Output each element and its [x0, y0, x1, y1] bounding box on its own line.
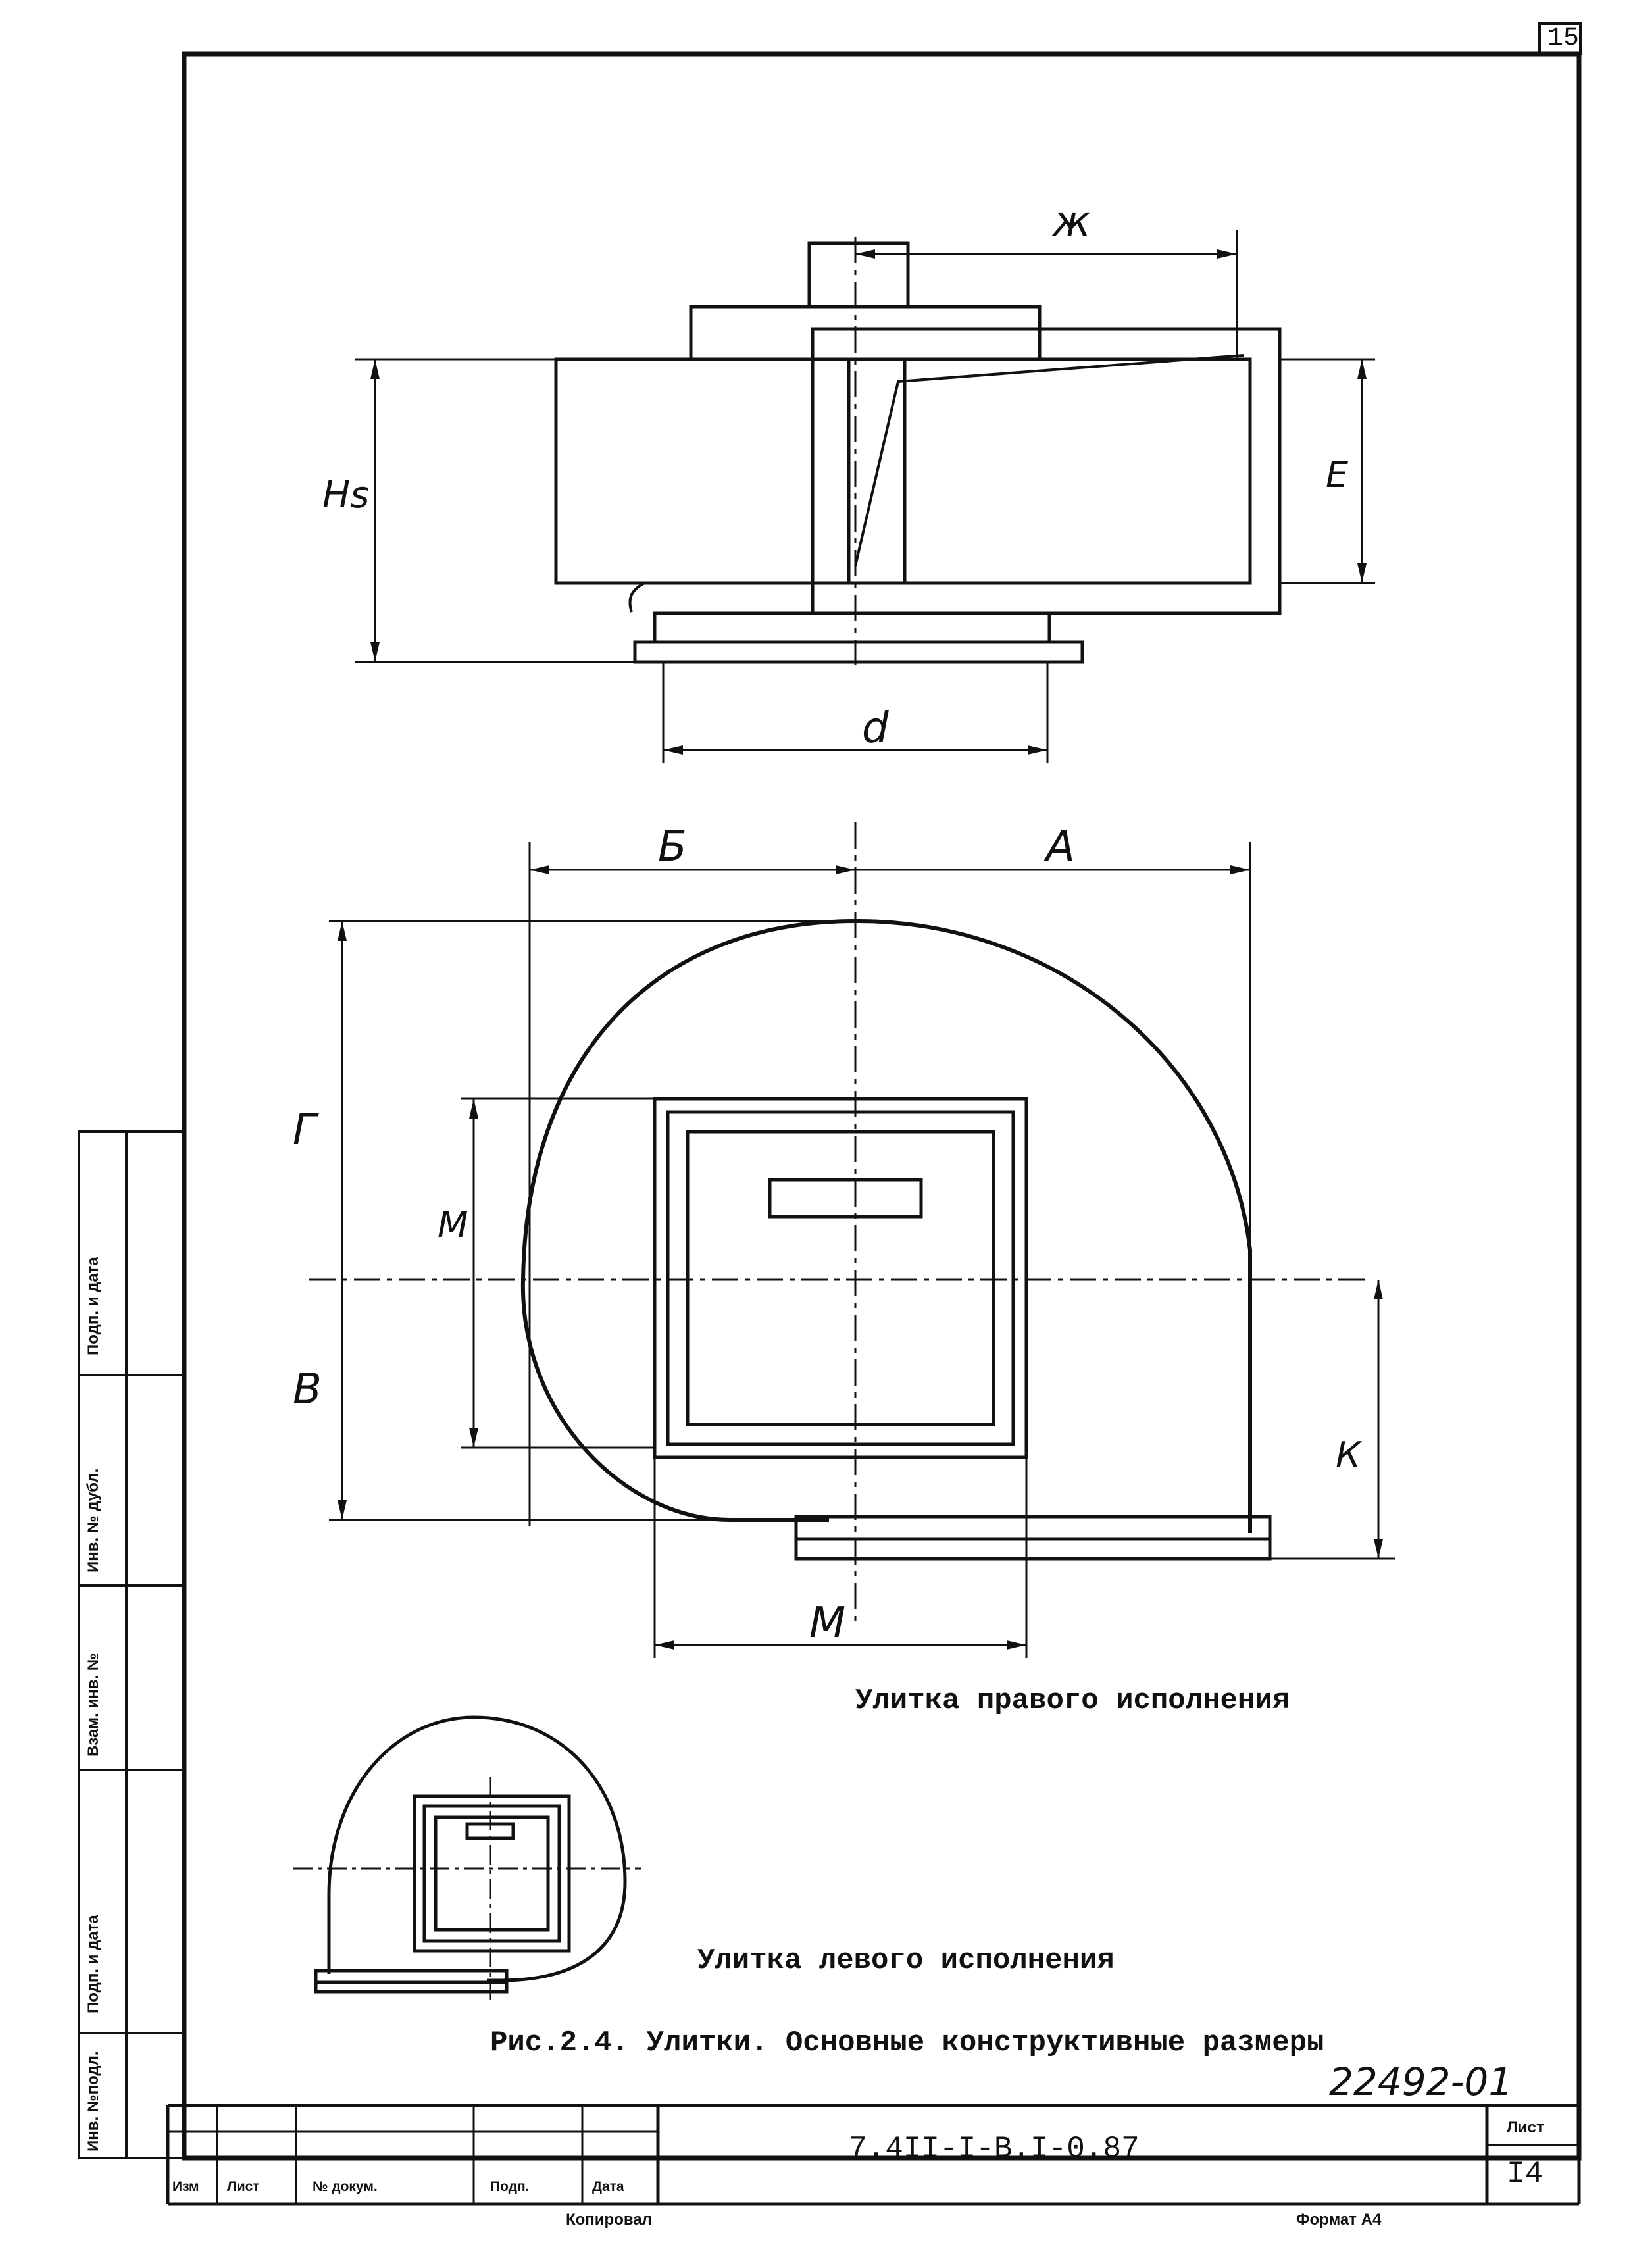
caption-left-scroll: Улитка левого исполнения: [697, 1944, 1115, 1977]
plan-view-left: [293, 1715, 641, 2000]
side-stamp-podp-data-2: Подп. и дата: [84, 1257, 102, 1355]
title-col-doc: № докум.: [313, 2179, 378, 2194]
dim-label-a: А: [1046, 822, 1075, 871]
dim-label-k: К: [1336, 1434, 1361, 1476]
caption-right-scroll: Улитка правого исполнения: [855, 1684, 1290, 1717]
title-col-sign: Подп.: [490, 2179, 530, 2194]
dim-label-m-horizontal: М: [809, 1599, 846, 1648]
dim-label-v: В: [293, 1365, 322, 1414]
sheet-label: Лист: [1507, 2119, 1544, 2136]
side-stamp-podp-data-1: Подп. и дата: [84, 1915, 102, 2013]
title-col-list: Лист: [227, 2179, 260, 2194]
dim-label-b-cyr: Б: [658, 822, 687, 871]
dim-label-g: Г: [293, 1105, 316, 1154]
dim-label-m-vertical: М: [438, 1204, 468, 1246]
copied-by-label: Копировал: [566, 2211, 652, 2229]
elevation-view: [355, 230, 1375, 763]
format-label: Формат А4: [1296, 2211, 1382, 2229]
title-block-lines: [166, 2104, 1581, 2206]
side-stamp-strip: [78, 1130, 186, 2159]
document-code: 7.4II-I-В.I-0.87: [849, 2132, 1140, 2166]
page-number-box: [1538, 22, 1582, 55]
figure-caption: Рис.2.4. Улитки. Основные конструктивные…: [490, 2027, 1324, 2059]
side-stamp-inv-dubl: Инв. № дубл.: [84, 1468, 102, 1573]
dim-label-zh: ж: [1053, 197, 1091, 246]
archive-number: 22492-01: [1329, 2059, 1513, 2104]
page-number: 15: [1547, 24, 1580, 53]
dim-label-hs: Hs: [322, 474, 370, 517]
dim-label-e: Е: [1326, 454, 1349, 495]
dim-label-d: d: [862, 704, 889, 753]
plan-view-right: [309, 822, 1395, 1658]
title-col-izm: Изм: [172, 2179, 199, 2194]
sheet-number: I4: [1507, 2157, 1544, 2191]
dimension-arrows: [338, 249, 1383, 1650]
side-stamp-inv-podl: Инв. №подл.: [84, 2051, 102, 2152]
side-stamp-vzam-inv: Взам. инв. №: [84, 1653, 102, 1757]
title-col-date: Дата: [592, 2179, 624, 2194]
frame-border: [182, 51, 1582, 2161]
